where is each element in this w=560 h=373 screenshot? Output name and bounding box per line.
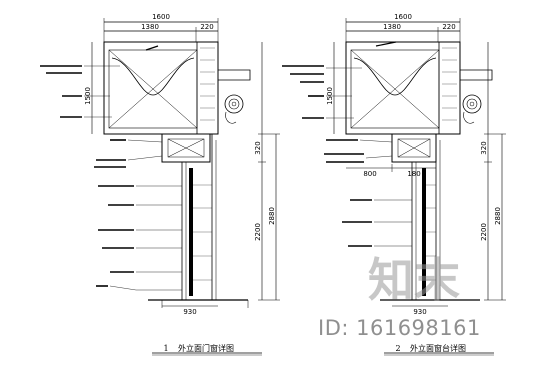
left-upper-window-frame — [103, 41, 219, 135]
right-upper-window-frame — [345, 41, 461, 135]
right-dim-bottom: 930 — [413, 308, 426, 316]
right-dim-upper: 1500 — [326, 87, 334, 105]
right-dim-mid-right: 180 — [407, 170, 420, 178]
left-dim-gap: 320 — [254, 141, 262, 154]
right-annotation-notes — [282, 41, 397, 247]
left-wall-section — [196, 41, 219, 135]
left-dim-lower: 2200 — [254, 223, 262, 241]
left-door-jamb — [189, 168, 193, 296]
left-note-top — [145, 45, 159, 51]
right-cornice — [460, 69, 493, 81]
right-door-jamb — [422, 168, 426, 296]
right-dim-gap: 320 — [480, 141, 488, 154]
left-elevation — [84, 18, 280, 356]
right-elevation — [326, 18, 506, 356]
left-dim-upper: 1500 — [84, 87, 92, 105]
left-dim-part-a: 1380 — [141, 23, 159, 31]
right-dim-total: 2880 — [494, 207, 502, 225]
left-cornice — [218, 69, 251, 81]
left-dim-total: 2880 — [268, 207, 276, 225]
watermark-id: ID: 161698161 — [318, 316, 481, 340]
left-dim-bottom: 930 — [183, 308, 196, 316]
right-wall-section — [438, 41, 461, 135]
right-dim-lower: 2200 — [480, 223, 488, 241]
right-note-top — [375, 41, 397, 47]
left-caption-number: 1 — [163, 344, 168, 353]
left-caption: 外立面门窗详图 — [178, 343, 234, 353]
right-caption-number: 2 — [395, 344, 400, 353]
left-annotation-notes — [40, 45, 159, 287]
left-curtain-curve — [111, 57, 195, 96]
right-dim-mid-left: 800 — [363, 170, 376, 178]
right-dim-part-b: 220 — [442, 23, 455, 31]
right-ornament-outer — [462, 94, 482, 114]
right-dim-overall: 1600 — [394, 13, 412, 21]
left-dim-overall: 1600 — [152, 13, 170, 21]
left-dim-part-b: 220 — [200, 23, 213, 31]
watermark-logo: 知末 — [368, 253, 460, 307]
right-curtain-curve — [353, 57, 437, 96]
left-ornament-outer — [224, 94, 244, 114]
right-dim-part-a: 1380 — [383, 23, 401, 31]
right-caption: 外立面窗台详图 — [410, 343, 466, 353]
